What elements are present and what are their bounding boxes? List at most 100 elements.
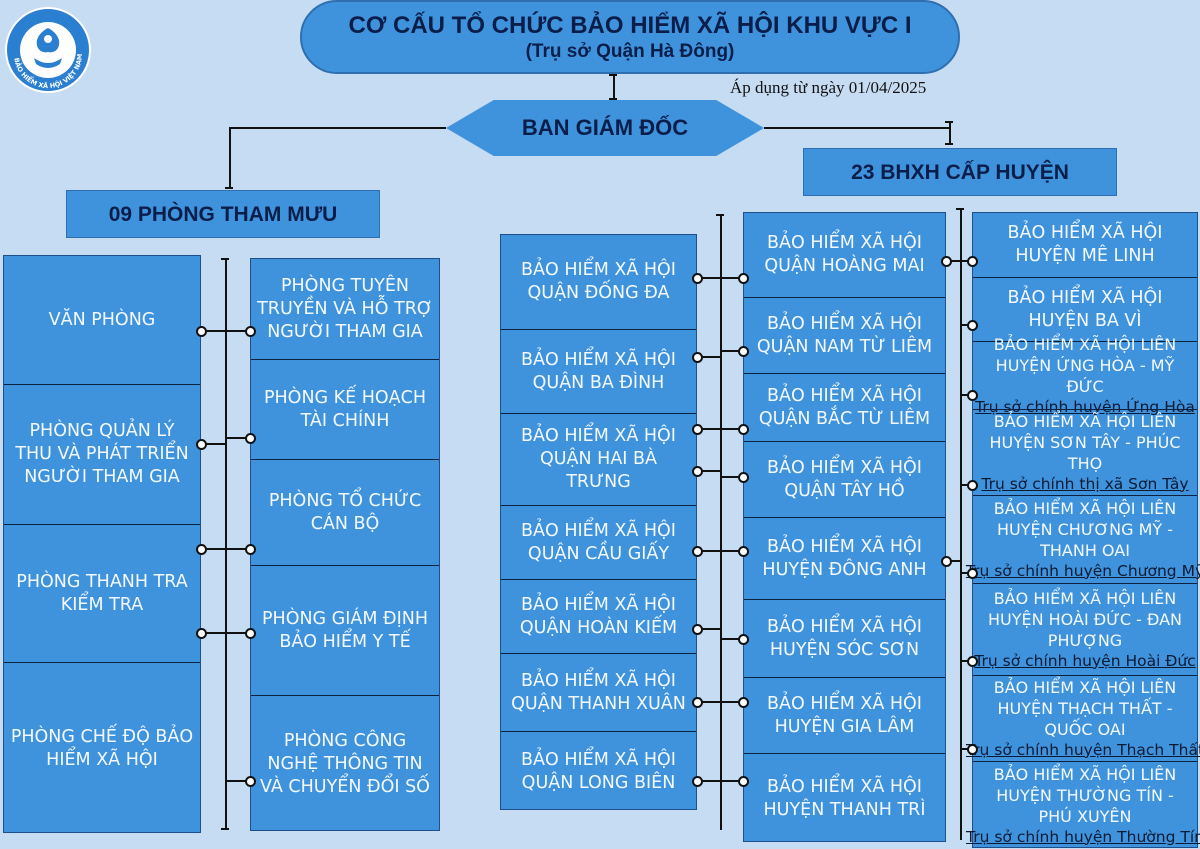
- branch-line: [960, 260, 972, 262]
- branch-line: [201, 330, 225, 332]
- branch-node: [738, 346, 749, 357]
- district-box: BẢO HIỂM XÃ HỘI QUẬN LONG BIÊN: [501, 731, 696, 811]
- branch-node: [196, 439, 207, 450]
- district-box: BẢO HIỂM XÃ HỘI LIÊN HUYỆN CHƯƠNG MỸ - T…: [966, 495, 1200, 583]
- branch-node: [941, 256, 952, 267]
- branch-node: [245, 628, 256, 639]
- branch-node: [738, 634, 749, 645]
- branch-node: [738, 273, 749, 284]
- branch-node: [967, 480, 978, 491]
- branch-line: [201, 548, 225, 550]
- branch-line: [201, 632, 225, 634]
- district-column-2: BẢO HIỂM XÃ HỘI QUẬN HOÀNG MAI BẢO HIỂM …: [743, 212, 946, 842]
- connector-cap: [221, 828, 229, 830]
- branch-line: [697, 277, 720, 279]
- chart-title-box: CƠ CẤU TỔ CHỨC BẢO HIỂM XÃ HỘI KHU VỰC I…: [300, 0, 960, 74]
- department-box: PHÒNG QUẢN LÝ THU VÀ PHÁT TRIỂN NGƯỜI TH…: [4, 384, 200, 524]
- branch-line: [960, 324, 972, 326]
- district-box: BẢO HIỂM XÃ HỘI QUẬN CẦU GIẤY: [501, 505, 696, 579]
- seat-note: Trụ sở chính huyện Ứng Hòa: [975, 397, 1195, 416]
- advisory-header-label: 09 PHÒNG THAM MƯU: [108, 203, 338, 226]
- branch-line: [201, 443, 225, 445]
- connector-cap: [956, 208, 964, 210]
- branch-line: [720, 550, 743, 552]
- seat-note: Trụ sở chính huyện Hoài Đức: [974, 651, 1196, 670]
- branch-line: [960, 394, 972, 396]
- advisory-spine: [225, 258, 227, 830]
- branch-line: [697, 470, 720, 472]
- branch-node: [738, 546, 749, 557]
- connector-cap: [609, 74, 617, 76]
- branch-line: [697, 550, 720, 552]
- branch-node: [692, 776, 703, 787]
- bhxh-logo: BẢO HIỂM XÃ HỘI VIỆT NAM: [5, 7, 91, 93]
- branch-node: [245, 776, 256, 787]
- district-box: BẢO HIỂM XÃ HỘI HUYỆN SÓC SƠN: [744, 599, 945, 677]
- district-box: BẢO HIỂM XÃ HỘI QUẬN TÂY HỒ: [744, 441, 945, 517]
- advisory-column-1: VĂN PHÒNG PHÒNG QUẢN LÝ THU VÀ PHÁT TRIỂ…: [3, 255, 201, 833]
- branch-node: [738, 776, 749, 787]
- branch-line: [720, 428, 743, 430]
- branch-node: [941, 556, 952, 567]
- branch-node: [967, 256, 978, 267]
- seat-note: Trụ sở chính huyện Chương Mỹ: [965, 561, 1200, 580]
- seat-note: Trụ sở chính thị xã Sơn Tây: [981, 474, 1189, 493]
- branch-node: [692, 546, 703, 557]
- department-box: PHÒNG TUYÊN TRUYỀN VÀ HỖ TRỢ NGƯỜI THAM …: [257, 275, 433, 342]
- district-spine-2: [960, 208, 962, 840]
- branch-line: [960, 660, 972, 662]
- connector-cap: [609, 98, 617, 100]
- department-box: PHÒNG THANH TRA KIỂM TRA: [4, 524, 200, 662]
- connector-cap: [716, 214, 724, 216]
- branch-node: [245, 544, 256, 555]
- branch-node: [196, 628, 207, 639]
- branch-node: [196, 544, 207, 555]
- branch-node: [967, 744, 978, 755]
- branch-line: [720, 350, 743, 352]
- district-header-label: 23 BHXH CẤP HUYỆN: [851, 161, 1069, 184]
- district-box: BẢO HIỂM XÃ HỘI QUẬN NAM TỪ LIÊM: [744, 297, 945, 373]
- branch-line: [225, 780, 250, 782]
- seat-note: Trụ sở chính huyện Thường Tín: [966, 827, 1200, 846]
- branch-line: [225, 632, 250, 634]
- district-box: BẢO HIỂM XÃ HỘI QUẬN THANH XUÂN: [501, 653, 696, 731]
- connector: [230, 127, 446, 129]
- district-box: BẢO HIỂM XÃ HỘI HUYỆN THANH TRÌ: [744, 753, 945, 843]
- branch-line: [960, 748, 972, 750]
- branch-line: [720, 638, 743, 640]
- branch-line: [697, 428, 720, 430]
- connector-cap: [945, 143, 953, 145]
- branch-node: [692, 466, 703, 477]
- district-box: BẢO HIỂM XÃ HỘI QUẬN HOÀN KIẾM: [501, 579, 696, 653]
- district-box: BẢO HIỂM XÃ HỘI QUẬN ĐỐNG ĐA: [521, 260, 676, 303]
- effective-date: Áp dụng từ ngày 01/04/2025: [730, 78, 927, 97]
- seat-note: Trụ sở chính huyện Thạch Thất: [965, 740, 1200, 759]
- district-box: BẢO HIỂM XÃ HỘI QUẬN HAI BÀ TRƯNG: [501, 413, 696, 505]
- department-box: PHÒNG GIÁM ĐỊNH BẢO HIỂM Y TẾ: [251, 565, 439, 695]
- branch-node: [245, 433, 256, 444]
- branch-node: [738, 424, 749, 435]
- branch-line: [946, 560, 960, 562]
- connector-cap: [225, 187, 233, 189]
- district-box: BẢO HIỂM XÃ HỘI HUYỆN ĐÔNG ANH: [744, 517, 945, 599]
- board-of-directors-node: BAN GIÁM ĐỐC: [446, 100, 764, 156]
- branch-node: [692, 697, 703, 708]
- district-box: BẢO HIỂM XÃ HỘI HUYỆN BA VÌ: [973, 277, 1197, 341]
- branch-node: [738, 472, 749, 483]
- branch-line: [225, 437, 250, 439]
- branch-line: [720, 277, 743, 279]
- branch-line: [697, 780, 720, 782]
- district-box: BẢO HIỂM XÃ HỘI LIÊN HUYỆN ỨNG HÒA - MỸ …: [973, 335, 1197, 416]
- district-column-3: BẢO HIỂM XÃ HỘI HUYỆN MÊ LINH BẢO HIỂM X…: [966, 212, 1200, 849]
- branch-node: [738, 697, 749, 708]
- advisory-departments-header: 09 PHÒNG THAM MƯU: [66, 190, 380, 238]
- connector-cap: [945, 121, 953, 123]
- branch-line: [720, 476, 743, 478]
- branch-line: [697, 628, 720, 630]
- branch-line: [697, 701, 720, 703]
- district-spine-1: [720, 214, 722, 830]
- district-box: BẢO HIỂM XÃ HỘI LIÊN HUYỆN THƯỜNG TÍN - …: [966, 761, 1200, 849]
- advisory-column-2: PHÒNG TUYÊN TRUYỀN VÀ HỖ TRỢ NGƯỜI THAM …: [250, 258, 440, 831]
- branch-node: [692, 352, 703, 363]
- department-box: PHÒNG KẾ HOẠCH TÀI CHÍNH: [251, 359, 439, 459]
